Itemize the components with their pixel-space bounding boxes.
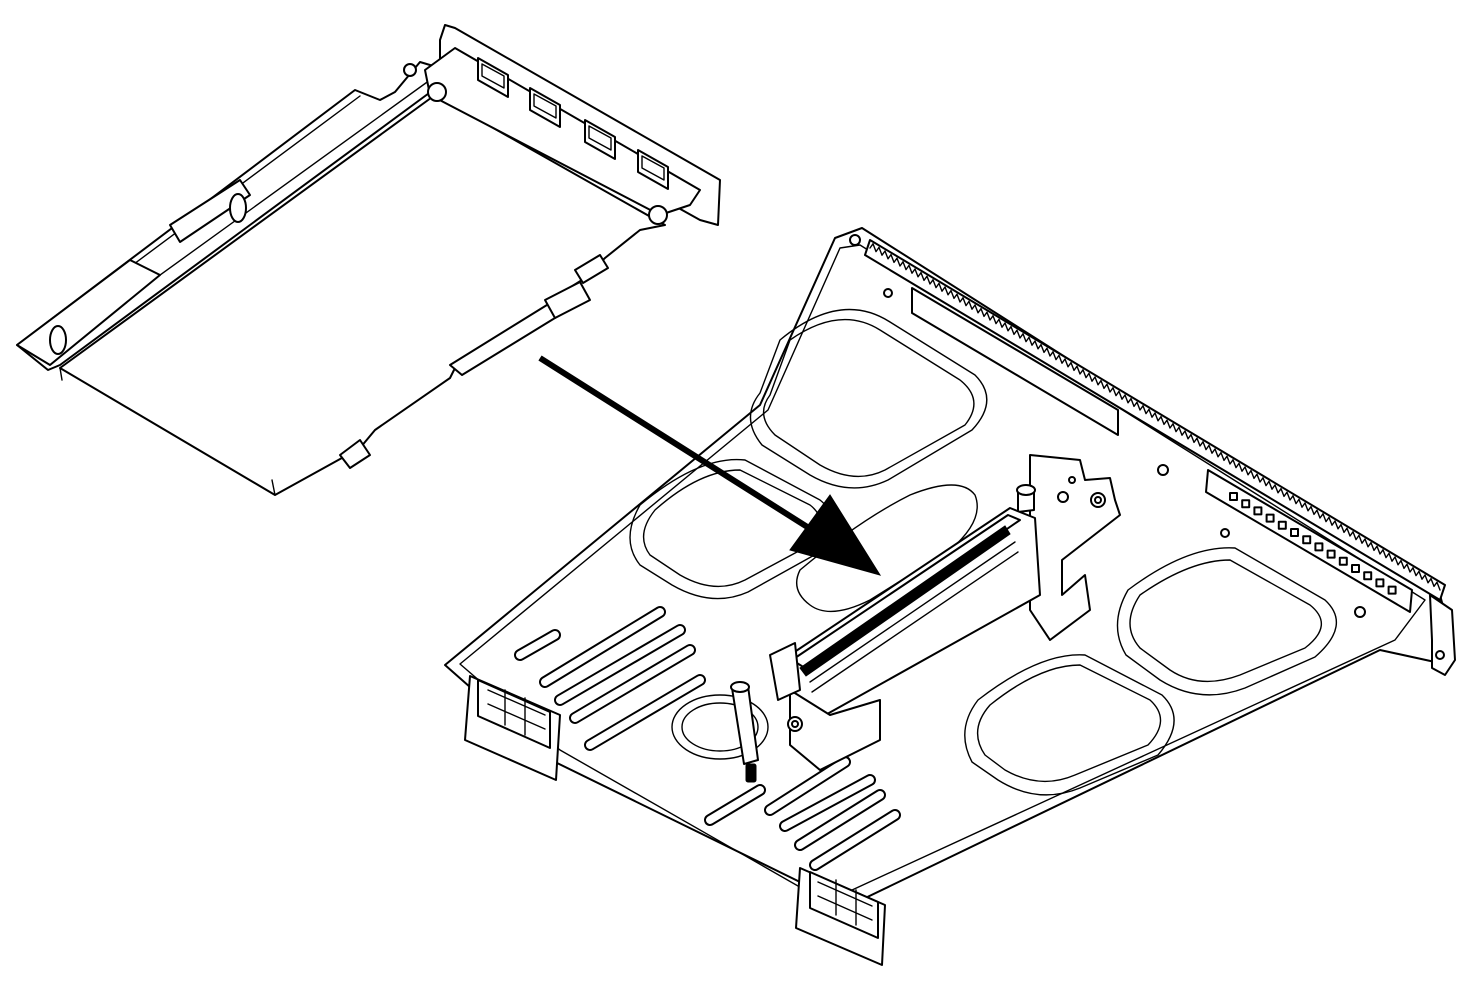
cage-emboss-pocket <box>1129 559 1322 683</box>
riser-card-rail-hole <box>49 325 67 355</box>
riser-card-port <box>477 57 509 98</box>
riser-card-rail-tab <box>169 179 251 243</box>
cage-io-port <box>1387 585 1397 595</box>
cage-vent-slot <box>766 758 849 814</box>
cage-vent-slot <box>516 631 559 659</box>
cage-io-port <box>1314 542 1324 552</box>
cage-io-port <box>1375 578 1385 588</box>
cage-guide-pin-top <box>730 681 750 693</box>
cage-vent-slot <box>811 811 899 869</box>
cage-tray-inner-edge <box>459 244 1426 903</box>
riser-card-board-edge <box>59 367 276 496</box>
cage-vent-slot <box>586 676 704 749</box>
cage-hole <box>1354 606 1366 618</box>
riser-card-port-inner <box>641 155 665 181</box>
riser-card-bracket-hole <box>427 82 447 102</box>
cage-bracket-hole <box>1068 476 1076 484</box>
riser-card-edge-tab <box>544 281 591 319</box>
cage-io-port <box>1351 564 1360 573</box>
cage-pcie-slot-top <box>791 514 1021 669</box>
riser-card-edge-tab <box>339 439 371 469</box>
cage-emboss-pocket <box>1116 547 1338 696</box>
cage-rear-wall <box>864 239 1446 601</box>
riser-card-rail-hole <box>403 63 417 77</box>
riser-card-port <box>584 119 616 160</box>
cage-hole <box>849 234 861 246</box>
cage-emboss-pocket <box>762 318 975 478</box>
riser-cage <box>444 227 1456 966</box>
riser-card-rail-hole <box>229 193 247 223</box>
cage-io-port <box>1290 528 1299 537</box>
cage-hole <box>1220 528 1230 538</box>
riser-card-port-inner <box>588 125 612 151</box>
cage-slot-latch <box>769 642 801 701</box>
cage-pcie-slot-front <box>789 689 881 771</box>
cage-vent-slot <box>796 791 884 849</box>
cage-front-latch-right-grip <box>817 879 873 926</box>
insertion-arrow-shaft <box>538 355 822 538</box>
cage-emboss-pocket <box>796 484 978 613</box>
riser-card <box>16 24 721 496</box>
insertion-arrow <box>538 355 882 576</box>
cage-emboss-pocket <box>749 308 988 489</box>
cage-vent-slot <box>571 646 694 722</box>
cage-round-pocket <box>681 702 759 752</box>
cage-bracket-hole <box>1057 491 1069 503</box>
cage-screw-hole <box>1435 650 1445 660</box>
cage-rear-wall-serration <box>869 243 1441 591</box>
cage-vent-slot <box>541 608 664 686</box>
cage-vent-slots <box>514 606 901 871</box>
cage-front-latch-left-grip <box>487 689 546 736</box>
riser-card-bracket-hole <box>648 205 668 225</box>
cage-io-port <box>1241 499 1251 509</box>
cage-rear-vent-slot <box>911 287 1119 436</box>
cage-pcie-slot-opening <box>799 525 1011 677</box>
cage-guide-pin-base <box>745 763 757 783</box>
cage-io-ports <box>1229 492 1397 595</box>
riser-card-port-inner <box>481 63 505 89</box>
cage-standoff-top <box>1016 484 1036 496</box>
cage-io-port <box>1326 549 1336 559</box>
riser-card-port <box>637 149 669 190</box>
riser-card-ports <box>477 57 669 190</box>
insertion-arrow-head <box>789 494 882 576</box>
riser-card-edge-tab <box>574 254 609 284</box>
cage-io-port <box>1338 556 1348 566</box>
cage-io-port <box>1253 506 1263 516</box>
cage-io-port <box>1265 513 1275 523</box>
riser-card-port-inner <box>533 93 557 119</box>
cage-bracket-screw-inner <box>1094 496 1102 504</box>
cage-hole <box>883 288 893 298</box>
cage-emboss-pocket <box>977 664 1162 783</box>
cage-emboss-pocket <box>964 654 1175 796</box>
cage-io-port <box>1277 520 1287 530</box>
cage-pcie-slot-pins <box>809 541 1019 693</box>
cage-slot-screw-inner <box>791 720 799 728</box>
cage-vent-slot <box>706 786 764 824</box>
cage-vent-slot <box>781 776 874 830</box>
cage-io-port <box>1363 571 1373 581</box>
cage-rear-tab <box>1429 594 1456 676</box>
cage-vent-slot <box>556 626 684 704</box>
riser-card-port <box>529 87 561 128</box>
cage-hole <box>1157 464 1169 476</box>
cage-io-port <box>1302 535 1312 545</box>
cage-front-latch-left-face <box>477 679 551 749</box>
cage-round-pocket <box>671 694 769 760</box>
cage-io-port <box>1229 492 1238 501</box>
